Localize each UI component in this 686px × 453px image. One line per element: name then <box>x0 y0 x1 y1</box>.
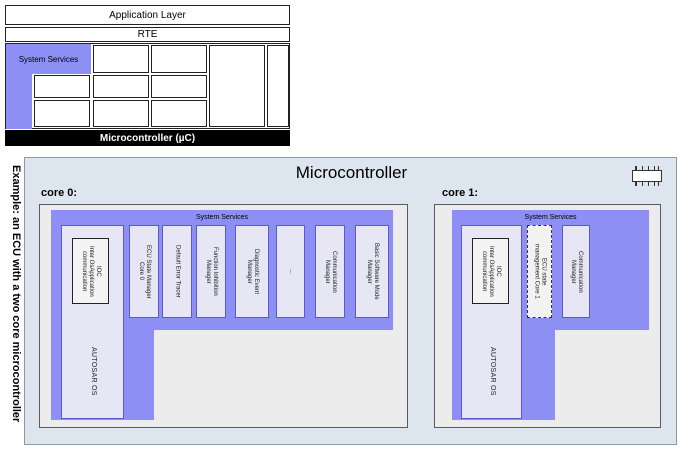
core1-module-ecu-state: ECU state management Core 1 <box>527 225 552 318</box>
microcontroller-bar-label: Microcontroller (µC) <box>99 132 196 144</box>
core0-module-ecu-state: ECU State Manager Core 0 <box>129 225 159 318</box>
core0-module-label: ECU State Manager Core 0 <box>138 244 151 299</box>
bsw-cell <box>93 75 149 98</box>
core1-box: System Services IOC Inter OsApplication … <box>434 204 661 428</box>
core0-module-det: Default Error Tracer <box>162 225 192 318</box>
core0-module-label: Default Error Tracer <box>174 245 181 298</box>
application-layer: Application Layer <box>5 5 290 25</box>
core0-box: System Services IOC Inter OsApplication … <box>39 204 408 428</box>
core0-module-bswm: Basic Software Mode Manager <box>355 225 389 318</box>
core0-module-label: Function Inhibition Manager <box>205 247 218 296</box>
core1-ioc: IOC Inter OsApplication communication <box>472 238 509 304</box>
bsw-layer: System Services <box>5 43 290 129</box>
core1-os-label: AUTOSAR OS <box>489 346 496 396</box>
bsw-cell <box>93 45 149 73</box>
core0-ioc-label: IOC Inter OsApplication communication <box>81 245 101 297</box>
system-services-block: System Services <box>6 44 91 74</box>
chip-icon <box>629 166 665 186</box>
bsw-cell <box>151 45 207 73</box>
bsw-cell <box>151 100 207 127</box>
bsw-cell <box>34 75 90 98</box>
core0-system-services-label: System Services <box>195 214 249 221</box>
bsw-cell <box>151 75 207 98</box>
core1-module-comm: Communication Manager <box>562 225 590 318</box>
core0-module-label: Diagnostic Event Manager <box>246 248 259 295</box>
core0-os: AUTOSAR OS <box>62 334 125 408</box>
core1-module-label: Communication Manager <box>570 250 583 293</box>
core1-os-module: IOC Inter OsApplication communication AU… <box>461 225 522 419</box>
core0-module-dem: Diagnostic Event Manager <box>235 225 269 318</box>
core0-module-label: ... <box>288 268 294 274</box>
core0-module-fim: Function Inhibition Manager <box>196 225 226 318</box>
core0-os-label: AUTOSAR OS <box>90 346 97 396</box>
microcontroller-title: Microcontroller <box>295 163 408 182</box>
application-layer-label: Application Layer <box>109 9 186 21</box>
microcontroller-bar: Microcontroller (µC) <box>5 130 290 146</box>
core0-module-label: Basic Software Mode Manager <box>366 243 379 300</box>
core0-module-label: Communication Manager <box>324 250 337 293</box>
rte-label: RTE <box>137 29 158 40</box>
core1-label: core 1: <box>442 187 479 199</box>
core1-ioc-label: IOC Inter OsApplication communication <box>481 245 501 297</box>
core0-ioc: IOC Inter OsApplication communication <box>72 238 109 304</box>
core0-module-ellipsis: ... <box>276 225 305 318</box>
core1-system-services-label: System Services <box>524 214 577 221</box>
bsw-cell <box>93 100 149 127</box>
core0-module-comm: Communication Manager <box>315 225 345 318</box>
core0-os-module: IOC Inter OsApplication communication AU… <box>61 225 124 419</box>
bsw-cell <box>34 100 90 127</box>
core0-label: core 0: <box>41 187 78 199</box>
bsw-cell <box>267 45 289 127</box>
side-caption: Example: an ECU with a two core microcon… <box>10 165 22 423</box>
system-services-column <box>6 74 32 129</box>
rte-layer: RTE <box>5 27 290 42</box>
microcontroller-diagram: Microcontroller core 0: System Services … <box>24 157 677 445</box>
system-services-label: System Services <box>18 54 79 64</box>
core1-module-label: ECU state management Core 1 <box>533 244 547 299</box>
bsw-cell <box>209 45 265 127</box>
core1-os: AUTOSAR OS <box>462 334 523 408</box>
